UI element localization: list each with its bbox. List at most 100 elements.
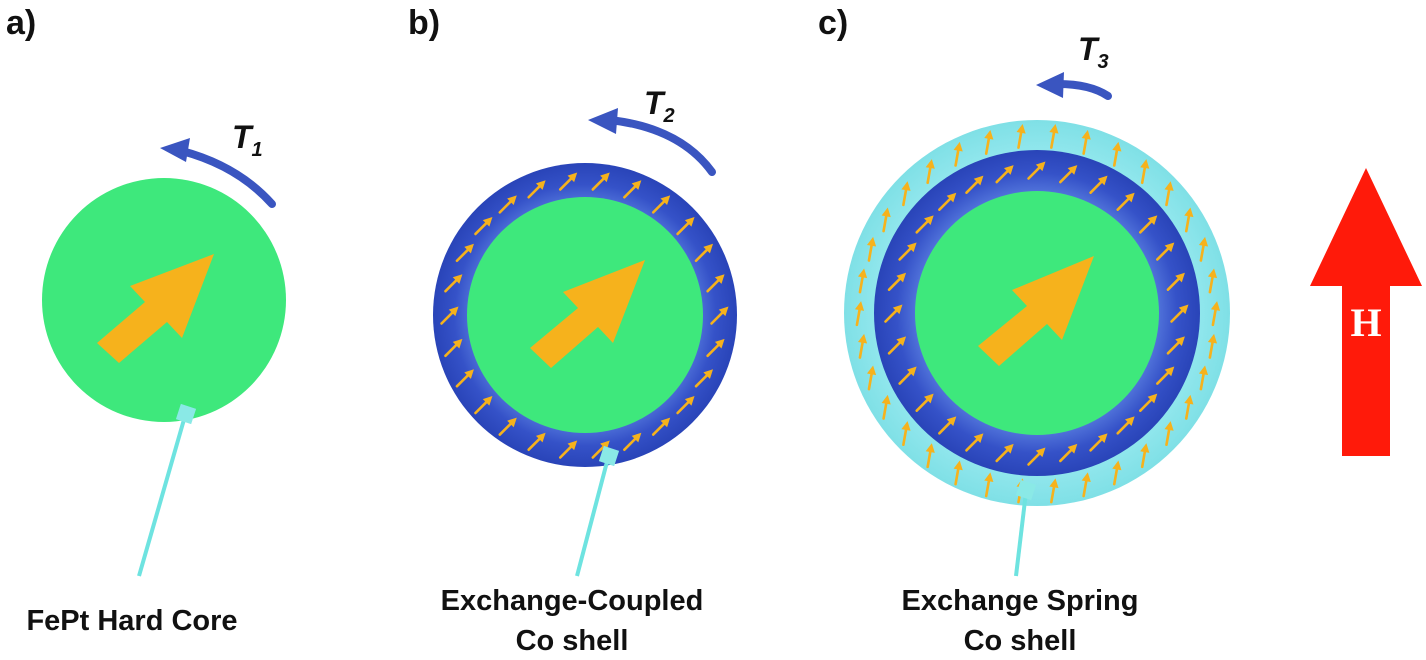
shell-b-spin-arrows — [440, 172, 729, 459]
spin-arrow-c-inner-1 — [1166, 336, 1185, 355]
leader-line-b — [575, 445, 620, 577]
caption-b-line-2: Co shell — [516, 625, 629, 657]
spin-arrow-c-outer-13 — [901, 421, 911, 447]
core-moment-arrow-c — [978, 256, 1094, 366]
spin-arrow-c-outer-27 — [1081, 129, 1091, 155]
spin-arrow-c-outer-7 — [1081, 472, 1091, 498]
spin-arrow-c-inner-16 — [898, 242, 917, 261]
spin-arrow-c-inner-22 — [1059, 165, 1078, 184]
panel-a: a) T1 FePt Hard Core — [6, 4, 286, 637]
spin-arrow-c-outer-1 — [1207, 333, 1218, 359]
spin-arrow-b-5 — [623, 432, 642, 452]
shell-c-spin-arrows — [884, 161, 1189, 466]
leader-line-a — [137, 403, 197, 577]
spin-arrow-c-outer-0 — [1210, 301, 1221, 327]
spin-arrow-c-inner-25 — [1139, 215, 1158, 234]
spin-arrow-c-inner-23 — [1089, 175, 1108, 194]
spin-arrow-c-outer-20 — [881, 207, 891, 233]
applied-field-arrow: H — [1310, 168, 1422, 456]
spin-arrow-c-outer-15 — [866, 365, 877, 391]
panel-c: c) T3 Exchange Spring Co shell — [818, 4, 1230, 657]
spin-arrow-b-17 — [498, 195, 517, 214]
spin-arrow-b-20 — [591, 172, 610, 191]
spin-arrow-c-outer-16 — [857, 333, 868, 359]
spin-arrow-b-21 — [623, 180, 642, 199]
spin-arrow-c-outer-4 — [1164, 421, 1174, 447]
torque-label-t3: T3 — [1078, 31, 1109, 73]
spin-arrow-b-25 — [706, 274, 725, 293]
spin-arrow-c-inner-15 — [887, 272, 907, 291]
spin-arrow-c-inner-20 — [995, 165, 1014, 184]
spin-arrow-c-outer-21 — [901, 181, 911, 207]
spin-arrow-c-inner-2 — [1156, 366, 1175, 385]
spin-arrow-c-outer-31 — [1184, 207, 1194, 233]
spin-arrow-c-inner-3 — [1139, 393, 1158, 412]
spin-arrow-b-11 — [455, 369, 474, 388]
spin-arrow-b-3 — [676, 396, 695, 415]
spin-arrow-c-inner-0 — [1170, 304, 1189, 323]
spin-arrow-b-12 — [444, 338, 463, 358]
spin-arrow-b-19 — [558, 172, 578, 191]
spin-arrow-b-9 — [498, 417, 517, 436]
spin-arrow-c-outer-12 — [925, 443, 935, 469]
caption-a-line-1: FePt Hard Core — [26, 605, 237, 637]
spin-arrow-c-outer-19 — [866, 236, 877, 262]
spin-arrow-c-inner-26 — [1156, 242, 1175, 261]
spin-arrow-c-outer-29 — [1140, 159, 1150, 185]
spin-arrow-c-outer-17 — [854, 301, 865, 327]
caption-c-line-1: Exchange Spring — [902, 585, 1139, 617]
spin-arrow-c-outer-14 — [881, 394, 891, 420]
spin-arrow-c-outer-5 — [1140, 443, 1150, 469]
spin-arrow-b-2 — [694, 369, 714, 388]
spring-shell-spin-arrows — [854, 123, 1221, 504]
spin-arrow-c-inner-18 — [938, 192, 957, 211]
spin-arrow-c-inner-5 — [1089, 433, 1108, 452]
field-label-h: H — [1350, 300, 1381, 345]
spin-arrow-c-inner-12 — [898, 366, 917, 385]
spin-arrow-c-inner-21 — [1027, 161, 1046, 180]
spin-arrow-c-inner-10 — [938, 416, 957, 435]
core-moment-arrow-b — [530, 260, 645, 368]
torque-arrow-t3 — [1036, 72, 1112, 100]
spin-arrow-b-18 — [527, 180, 546, 199]
spin-arrow-c-outer-11 — [953, 460, 963, 486]
spin-arrow-c-inner-17 — [915, 215, 934, 234]
spin-arrow-b-8 — [527, 432, 546, 452]
spin-arrow-b-0 — [710, 306, 729, 325]
spin-arrow-c-outer-2 — [1198, 365, 1209, 391]
spin-arrow-b-13 — [440, 306, 459, 325]
spin-arrow-c-inner-27 — [1166, 272, 1185, 291]
spin-arrow-c-outer-24 — [984, 129, 994, 155]
spin-arrow-c-outer-30 — [1164, 181, 1174, 207]
spin-arrow-c-outer-10 — [984, 472, 994, 498]
spin-arrow-c-outer-33 — [1207, 268, 1218, 294]
spin-arrow-b-16 — [474, 216, 493, 236]
spin-arrow-c-inner-9 — [965, 433, 984, 452]
panel-a-label: a) — [6, 4, 36, 42]
spin-arrow-c-inner-4 — [1116, 416, 1135, 435]
spin-arrow-b-24 — [694, 243, 714, 263]
spin-arrow-c-outer-25 — [1016, 123, 1026, 149]
spin-arrow-c-inner-11 — [915, 393, 934, 412]
spin-arrow-c-outer-18 — [857, 268, 868, 294]
caption-b-line-1: Exchange-Coupled — [441, 585, 704, 617]
panel-b: b) T2 Exchange-Coupled Co shell — [408, 4, 737, 657]
spin-arrow-b-1 — [706, 338, 725, 358]
spin-arrow-c-inner-19 — [965, 175, 984, 194]
spin-arrow-c-inner-14 — [884, 304, 903, 323]
torque-label-t2: T2 — [644, 85, 675, 127]
spin-arrow-c-outer-3 — [1184, 394, 1194, 420]
spin-arrow-c-outer-26 — [1049, 123, 1059, 149]
spin-arrow-c-outer-8 — [1049, 478, 1059, 504]
spin-arrow-b-4 — [651, 417, 671, 436]
spin-arrow-c-inner-6 — [1059, 443, 1078, 463]
spin-arrow-b-15 — [455, 243, 474, 263]
spin-arrow-b-23 — [676, 216, 695, 236]
spin-arrow-c-inner-8 — [995, 443, 1014, 463]
spin-arrow-c-outer-22 — [925, 159, 935, 185]
spin-arrow-b-14 — [444, 274, 463, 293]
core-moment-arrow-a — [97, 254, 214, 363]
spin-arrow-c-outer-23 — [953, 141, 963, 167]
spin-arrow-c-outer-6 — [1112, 460, 1122, 486]
